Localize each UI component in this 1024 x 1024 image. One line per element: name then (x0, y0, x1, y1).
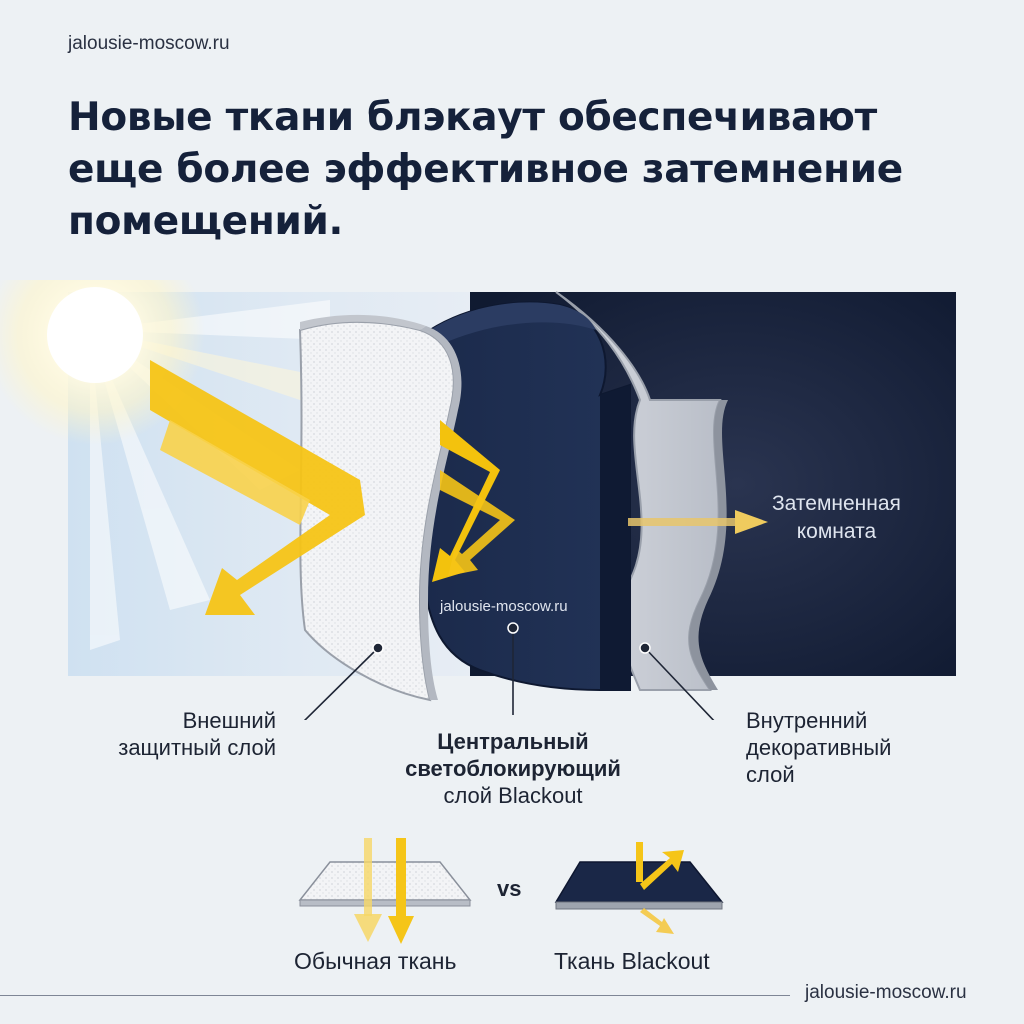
leader-line-outer (303, 647, 379, 720)
regular-fabric-label: Обычная ткань (294, 948, 457, 974)
headline: Новые ткани блэкаут обеспечивают еще бол… (68, 92, 968, 248)
inner-layer-label-line-3: слой (746, 762, 795, 787)
blackout-fabric-label: Ткань Blackout (554, 948, 710, 974)
fabric-comparison (298, 838, 724, 944)
site-url-bottom[interactable]: jalousie-moscow.ru (805, 982, 967, 1003)
diagram-watermark: jalousie-moscow.ru (440, 598, 568, 615)
headline-line-2: еще более эффективное затемнение (68, 147, 903, 192)
light-arrows (150, 360, 515, 615)
regular-fabric-light-arrows (354, 838, 414, 944)
vs-label: vs (497, 876, 522, 901)
inner-layer-label-line-2: декоративный (746, 735, 892, 760)
headline-line-3: помещений. (68, 199, 344, 244)
headline-line-1: Новые ткани блэкаут обеспечивают (68, 95, 877, 140)
transmitted-light-arrow (628, 510, 768, 534)
outer-layer-label-line-2: защитный слой (118, 735, 276, 760)
central-layer-label-line-3: слой Blackout (443, 783, 583, 808)
leader-lines (303, 628, 715, 720)
regular-fabric-icon (298, 861, 472, 907)
outer-layer-label: Внешний защитный слой (118, 707, 276, 761)
outer-layer-label-line-1: Внешний (182, 708, 276, 733)
leader-line-inner (644, 647, 715, 720)
inner-layer-label-line-1: Внутренний (746, 708, 868, 733)
blackout-layers-diagram (0, 280, 956, 720)
central-layer-label-line-2: светоблокирующий (405, 756, 621, 781)
absorbed-light-arrow (432, 420, 500, 582)
inner-layer-label: Внутренний декоративный слой (746, 707, 891, 788)
leader-dots (372, 622, 651, 654)
reflected-light-arrow (150, 360, 365, 615)
blackout-fabric-light-arrows (636, 842, 684, 934)
footer-divider (0, 995, 790, 996)
central-layer-label: Центральный светоблокирующий слой Blacko… (378, 728, 648, 809)
central-layer-label-line-1: Центральный (437, 729, 589, 754)
dark-room-label: Затемненная комната (772, 490, 901, 546)
dark-room-label-line-1: Затемненная (772, 492, 901, 515)
dark-room-label-line-2: комната (796, 520, 877, 543)
site-url-top[interactable]: jalousie-moscow.ru (68, 33, 230, 54)
